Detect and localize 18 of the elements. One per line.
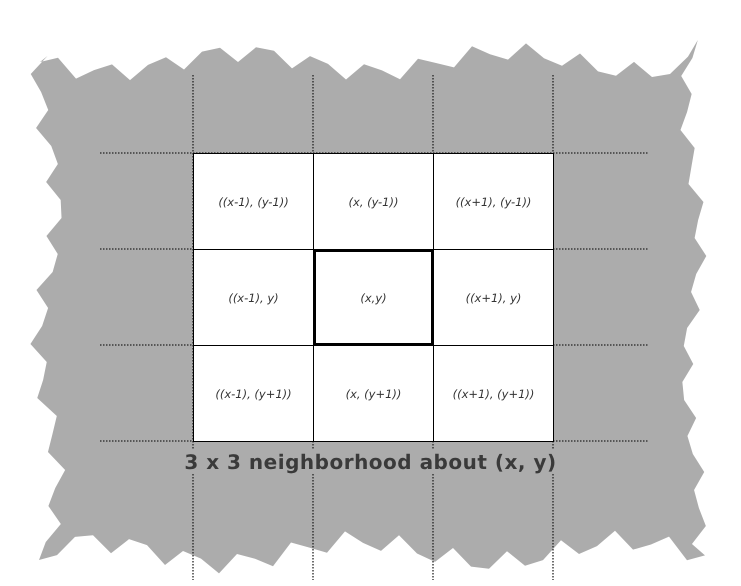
grid-cell [193, 153, 314, 250]
coordinate-label: ((x-1), (y+1)) [215, 386, 292, 400]
coordinate-label: (x, (y+1)) [346, 386, 402, 400]
grid-cell [313, 153, 434, 250]
coordinate-label: (x,y) [360, 290, 387, 304]
grid-cell [433, 153, 554, 250]
grid-cell [433, 249, 554, 346]
coordinate-label: ((x-1), (y-1)) [218, 194, 289, 208]
coordinate-label: (x, (y-1)) [348, 194, 398, 208]
coordinate-label: ((x+1), y) [466, 290, 522, 304]
highlighted-cell [313, 249, 434, 346]
coordinate-label: ((x+1), (y+1)) [452, 386, 534, 400]
grid-cell [313, 345, 434, 442]
grid-cell [433, 345, 554, 442]
coordinate-label: ((x-1), y) [228, 290, 279, 304]
grid-cell [193, 249, 314, 346]
coordinate-label: ((x+1), (y-1)) [456, 194, 532, 208]
grid-cell [193, 345, 314, 442]
